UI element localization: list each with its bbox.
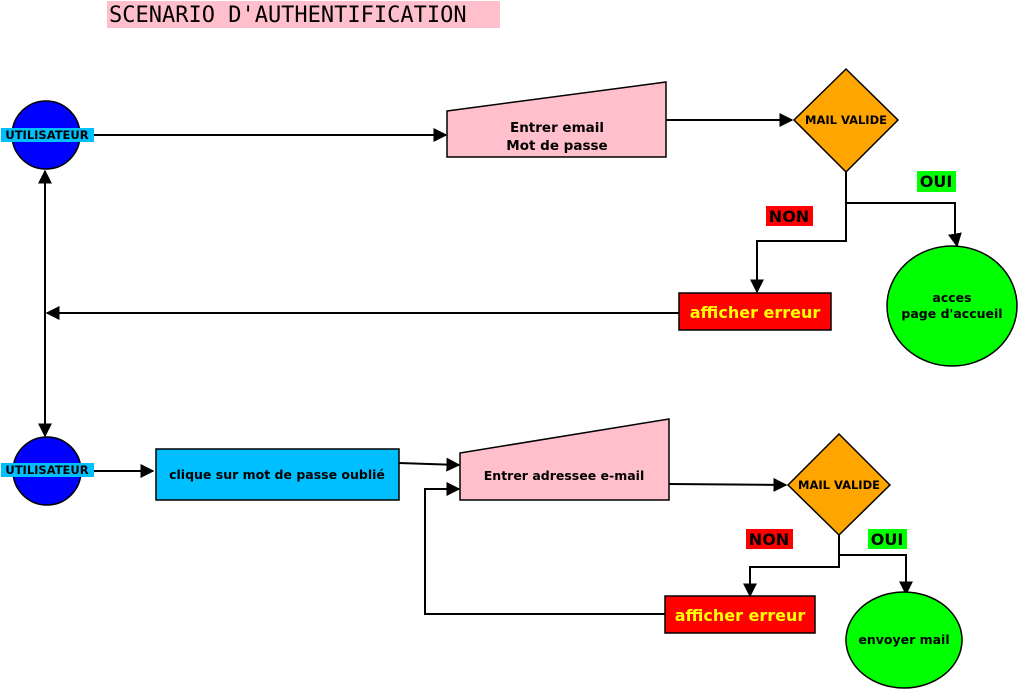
error-node-1: afficher erreur — [678, 292, 832, 331]
no-badge-2-bg — [746, 529, 793, 549]
no-label-1: NON — [769, 207, 809, 226]
no-badge-1-bg — [766, 206, 813, 226]
error-node-2: afficher erreur — [664, 595, 816, 634]
credentials-input-node: Entrer email Mot de passe — [446, 81, 667, 158]
user-node-1: UTILISATEUR — [1, 100, 94, 170]
edge-decision-yes — [845, 172, 962, 248]
edge-action-to-input — [398, 457, 461, 472]
decision-label-2: MAIL VALIDE — [798, 478, 880, 492]
email-input-label: Entrer adressee e-mail — [484, 468, 644, 483]
diagram-title: SCENARIO D'AUTHENTIFICATION — [109, 3, 467, 28]
user-label-2: UTILISATEUR — [5, 463, 88, 477]
forgot-password-action-label: clique sur mot de passe oublié — [169, 467, 385, 482]
credentials-input-label-line2: Mot de passe — [506, 138, 607, 154]
error-label-1: afficher erreur — [690, 303, 821, 322]
yes-badge-2-bg — [868, 529, 907, 549]
decision-node-2: MAIL VALIDE — [786, 432, 892, 537]
success-node-2: envoyer mail — [845, 591, 963, 689]
user-label-1: UTILISATEUR — [5, 128, 88, 142]
success-label-1-line1: acces — [932, 290, 971, 305]
decision-label-1: MAIL VALIDE — [805, 113, 887, 127]
edge-decision-no — [750, 203, 847, 294]
email-input-node: Entrer adressee e-mail — [459, 418, 670, 501]
user-node-2: UTILISATEUR — [1, 436, 94, 506]
success-label-1-line2: page d'accueil — [901, 306, 1002, 321]
forgot-password-action-node: clique sur mot de passe oublié — [155, 448, 400, 501]
no-label-2: NON — [749, 530, 789, 549]
yes-badge-1-bg — [917, 171, 956, 192]
edge-decision2-no — [743, 555, 840, 598]
edge-error2-to-input — [424, 482, 665, 615]
edge-input2-to-decision — [668, 477, 788, 492]
yes-label-2: OUI — [871, 530, 904, 549]
error-label-2: afficher erreur — [675, 606, 806, 625]
edge-decision2-yes — [838, 535, 913, 596]
credentials-input-label-line1: Entrer email — [510, 120, 604, 136]
title-background — [107, 1, 500, 28]
yes-label-1: OUI — [920, 172, 953, 191]
decision-node-1: MAIL VALIDE — [792, 67, 900, 174]
success-label-2: envoyer mail — [858, 632, 949, 647]
success-node-1: acces page d'accueil — [886, 245, 1018, 367]
